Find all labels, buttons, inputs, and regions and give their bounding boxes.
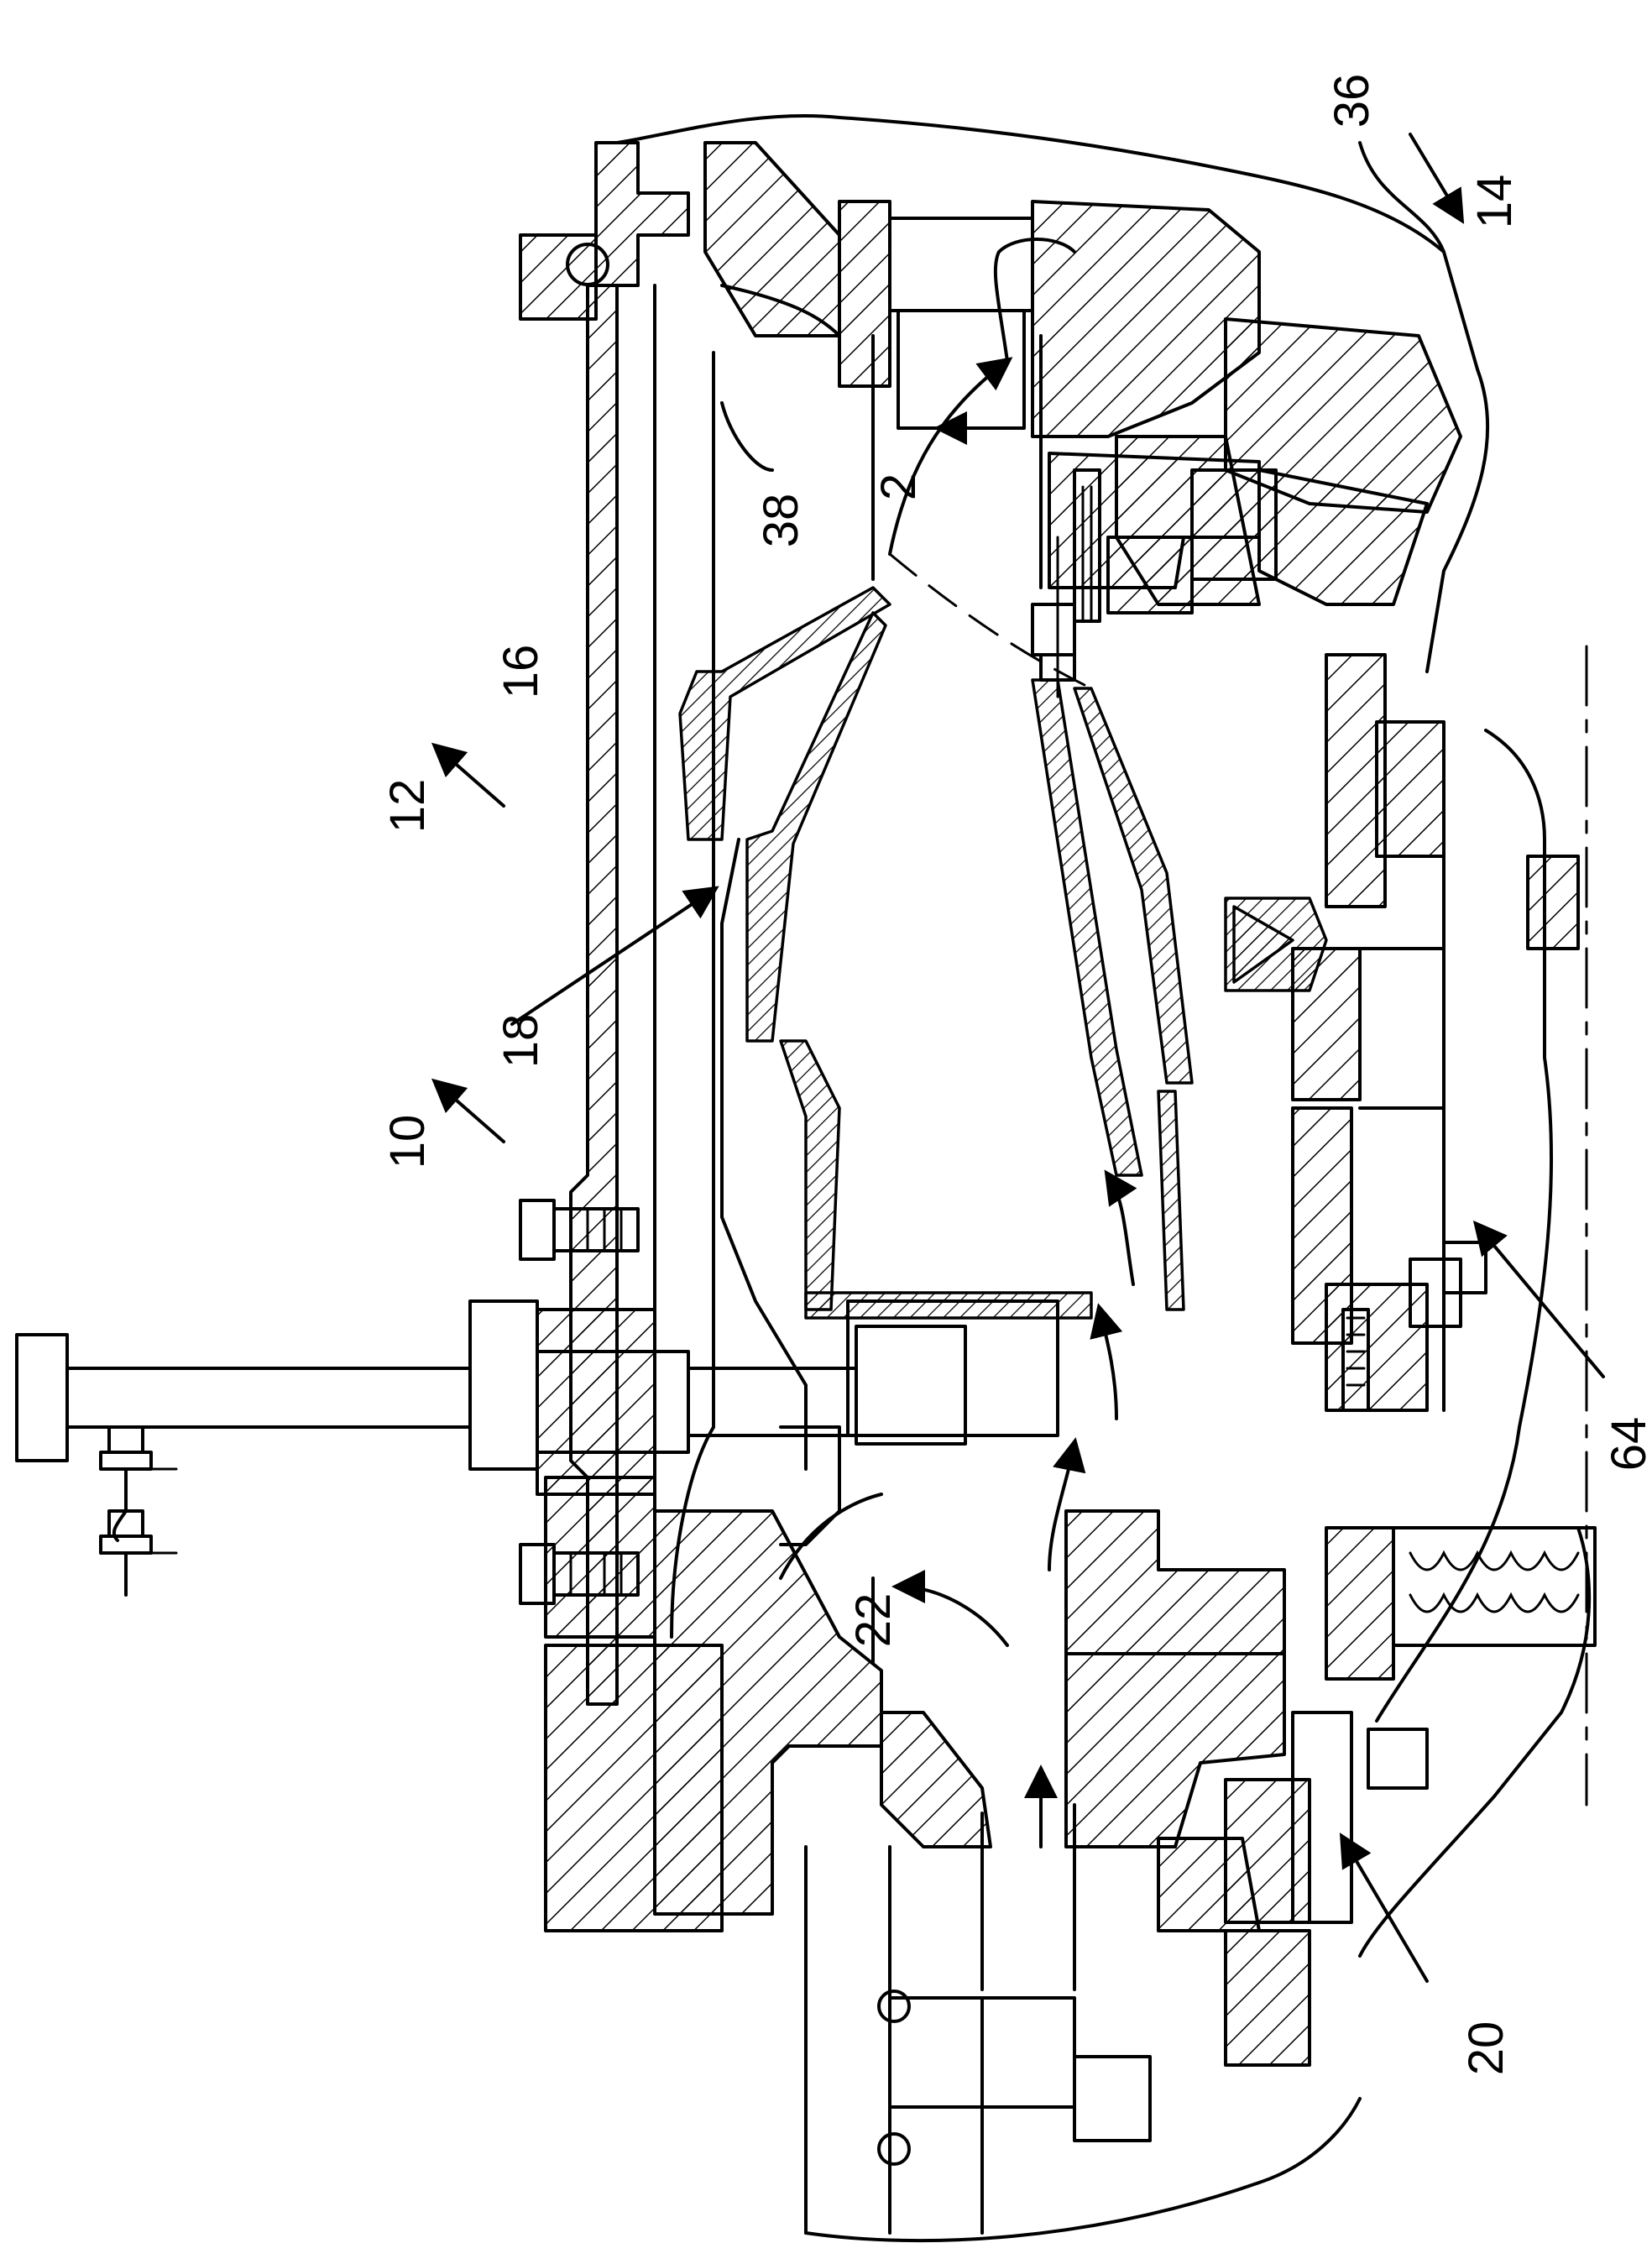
label-14: 14 <box>1467 175 1522 229</box>
combustor-liner <box>680 588 1326 1545</box>
label-10: 10 <box>380 1115 435 1169</box>
turbine-section <box>617 116 1487 697</box>
label-12: 12 <box>380 779 435 834</box>
compressor-section <box>537 1310 1360 2240</box>
label-36: 36 <box>1325 74 1379 128</box>
label-16: 16 <box>494 645 548 699</box>
label-2: 2 <box>871 473 926 500</box>
lower-structure <box>1293 646 1595 1956</box>
label-64: 64 <box>1602 1417 1652 1472</box>
label-20: 20 <box>1459 2021 1513 2076</box>
label-18: 18 <box>494 1014 548 1069</box>
label-38: 38 <box>754 494 808 548</box>
